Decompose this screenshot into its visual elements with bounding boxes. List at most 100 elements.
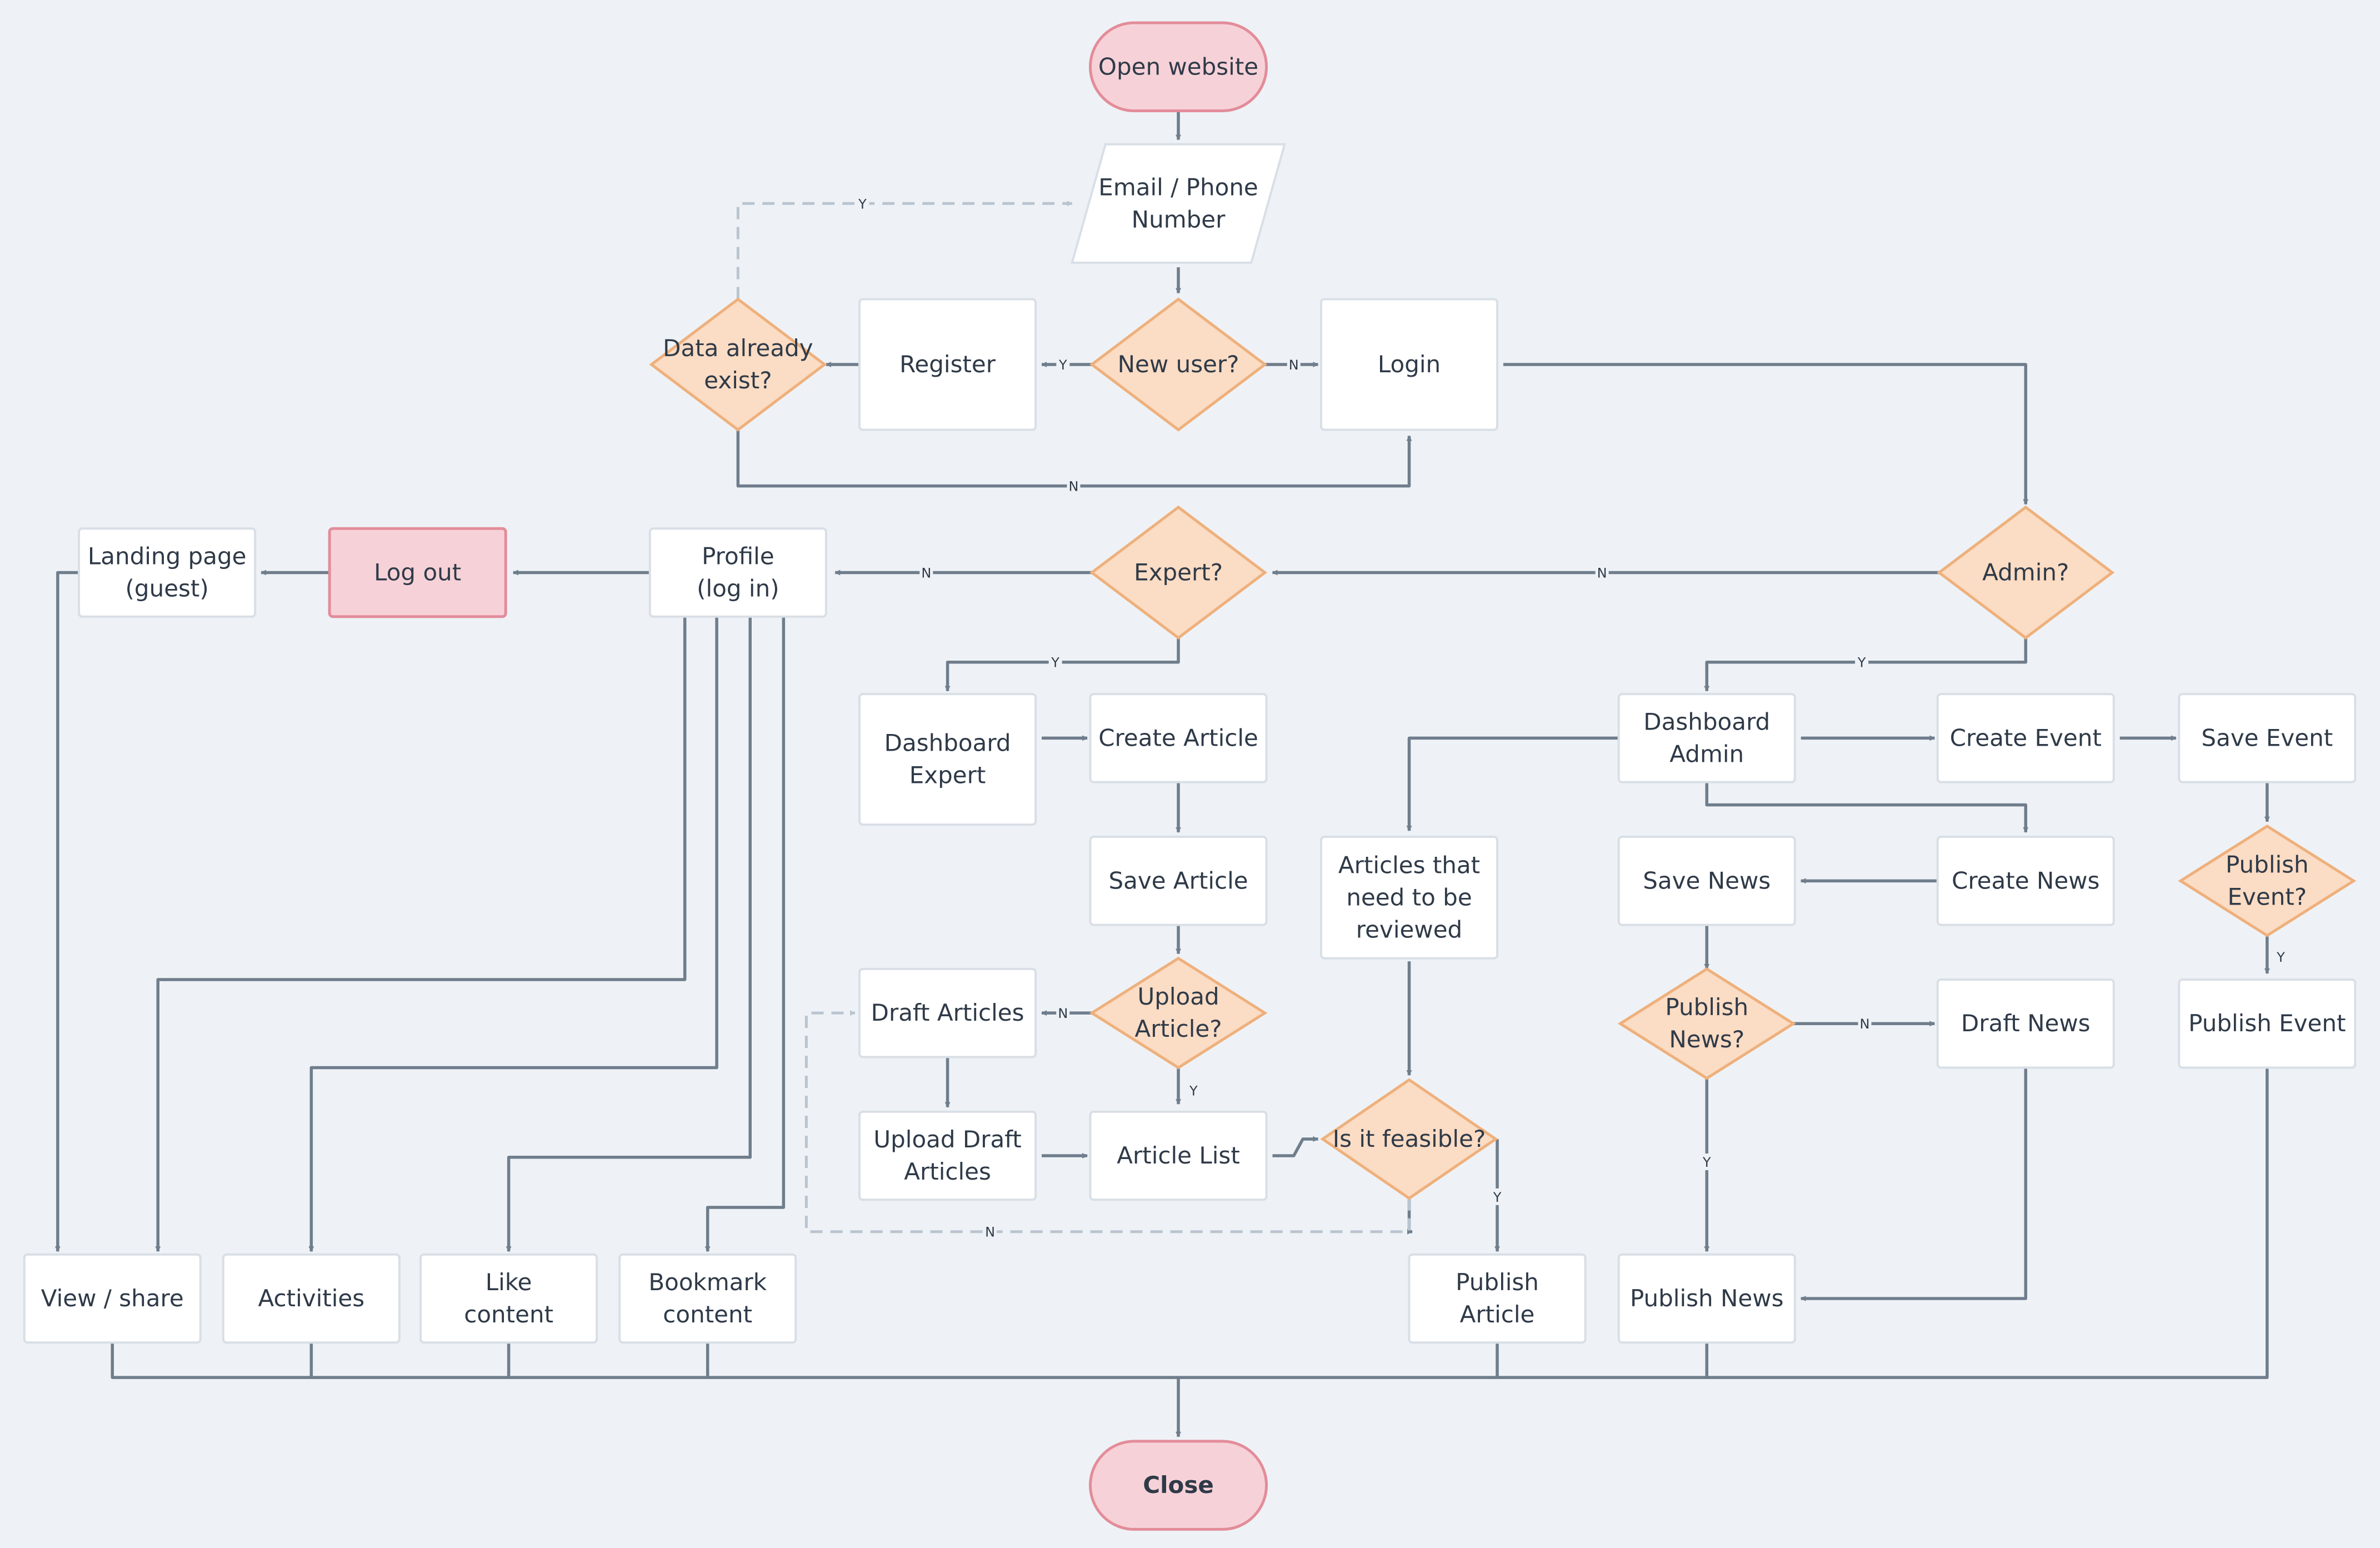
connector-line bbox=[1272, 1136, 1319, 1157]
node-label: Create Event bbox=[1950, 724, 2102, 751]
decision-shape bbox=[1320, 1078, 1498, 1200]
process-shape bbox=[1617, 1253, 1796, 1344]
node-create-article: Create Article bbox=[1089, 693, 1268, 783]
connector-line bbox=[155, 616, 687, 1252]
node-register: Register bbox=[858, 298, 1037, 431]
process-shape bbox=[1089, 693, 1268, 783]
edge-label-bg bbox=[1595, 564, 1609, 581]
node-expert: Expert? bbox=[1089, 505, 1267, 640]
process-shape bbox=[1089, 1110, 1268, 1201]
edge-label-bg bbox=[1858, 1015, 1872, 1032]
process-shape bbox=[858, 1110, 1037, 1201]
edge-label-bg bbox=[1048, 653, 1062, 671]
connector-line bbox=[1503, 363, 2029, 505]
dashed-connector-line bbox=[736, 201, 1073, 299]
edge-label: Y bbox=[1189, 1083, 1198, 1099]
process-shape bbox=[2178, 978, 2357, 1069]
process-shape bbox=[328, 527, 507, 618]
node-create-news: Create News bbox=[1936, 836, 2115, 926]
decision-shape bbox=[649, 297, 827, 432]
connector-line bbox=[111, 1342, 1179, 1379]
node-article-list: Article List bbox=[1089, 1110, 1268, 1201]
edge-label: Y bbox=[1051, 655, 1059, 671]
edge-label-bg bbox=[1056, 1005, 1070, 1022]
node-label: Create Article bbox=[1098, 724, 1258, 751]
process-shape bbox=[858, 298, 1037, 431]
process-shape bbox=[1936, 693, 2115, 783]
node-label: Save Article bbox=[1108, 867, 1248, 894]
connector-line bbox=[736, 430, 1412, 488]
node-label: Save Event bbox=[2201, 724, 2333, 751]
process-shape bbox=[419, 1253, 598, 1344]
node-label: Draft Articles bbox=[871, 999, 1024, 1026]
process-shape bbox=[618, 1253, 797, 1344]
node-label: Article List bbox=[1117, 1142, 1240, 1169]
connector-line bbox=[1705, 782, 2029, 833]
node-label: Profile(log in) bbox=[697, 542, 779, 602]
process-shape bbox=[1936, 978, 2115, 1069]
node-draft-news: Draft News bbox=[1936, 978, 2115, 1069]
process-shape bbox=[222, 1253, 401, 1344]
node-label: Activities bbox=[258, 1285, 365, 1312]
node-save-event: Save Event bbox=[2178, 693, 2357, 783]
connector-line bbox=[54, 571, 79, 1252]
connector-line bbox=[704, 616, 786, 1252]
process-shape bbox=[1617, 836, 1796, 926]
node-open-website: Open website bbox=[1089, 21, 1268, 113]
edge-label: Y bbox=[1702, 1155, 1711, 1170]
edge-label: N bbox=[985, 1225, 995, 1240]
process-shape bbox=[648, 527, 827, 618]
dashed-connector-line bbox=[804, 1010, 1411, 1234]
edge-label-bg bbox=[983, 1223, 997, 1240]
node-label: Login bbox=[1378, 351, 1441, 378]
node-activities: Activities bbox=[222, 1253, 401, 1344]
decision-shape bbox=[1089, 297, 1267, 432]
edge-label: Y bbox=[2276, 950, 2285, 965]
node-label: Open website bbox=[1098, 53, 1258, 80]
edge-label-bg bbox=[1855, 653, 1869, 671]
edge-label-bg bbox=[1067, 477, 1081, 495]
edge-label: N bbox=[1068, 479, 1078, 495]
connector-line bbox=[944, 637, 1180, 692]
decision-shape bbox=[1937, 505, 2115, 640]
node-label: Create News bbox=[1952, 867, 2099, 894]
edge-label: Y bbox=[1493, 1190, 1502, 1205]
node-save-news: Save News bbox=[1617, 836, 1796, 926]
node-label: Expert? bbox=[1134, 558, 1223, 586]
node-login: Login bbox=[1319, 298, 1499, 431]
node-draft-articles: Draft Articles bbox=[858, 967, 1037, 1058]
node-label: New user? bbox=[1118, 351, 1239, 378]
node-close: Close bbox=[1089, 1440, 1268, 1531]
edge-label: N bbox=[1289, 357, 1299, 373]
edge-label-bg bbox=[1700, 1153, 1714, 1170]
process-shape bbox=[1319, 298, 1499, 431]
node-label: Publish Event bbox=[2188, 1010, 2346, 1037]
node-label: Close bbox=[1143, 1471, 1214, 1499]
node-is-feasible: Is it feasible? bbox=[1320, 1078, 1498, 1200]
node-label: Draft News bbox=[1961, 1010, 2091, 1037]
connectors bbox=[54, 111, 2270, 1437]
edge-label-bg bbox=[1187, 1082, 1201, 1099]
edge-label-bg bbox=[856, 195, 869, 212]
edge-label: N bbox=[1058, 1006, 1068, 1021]
edge-label: Y bbox=[858, 196, 867, 212]
edge-label-bg bbox=[1056, 356, 1070, 373]
edge-label-bg bbox=[1491, 1188, 1504, 1205]
edge-label: Y bbox=[1857, 655, 1866, 671]
edge-label-bg bbox=[2274, 948, 2288, 965]
terminal-shape bbox=[1089, 21, 1268, 113]
node-landing-page: Landing page(guest) bbox=[78, 527, 257, 618]
terminal-shape bbox=[1089, 1440, 1268, 1531]
